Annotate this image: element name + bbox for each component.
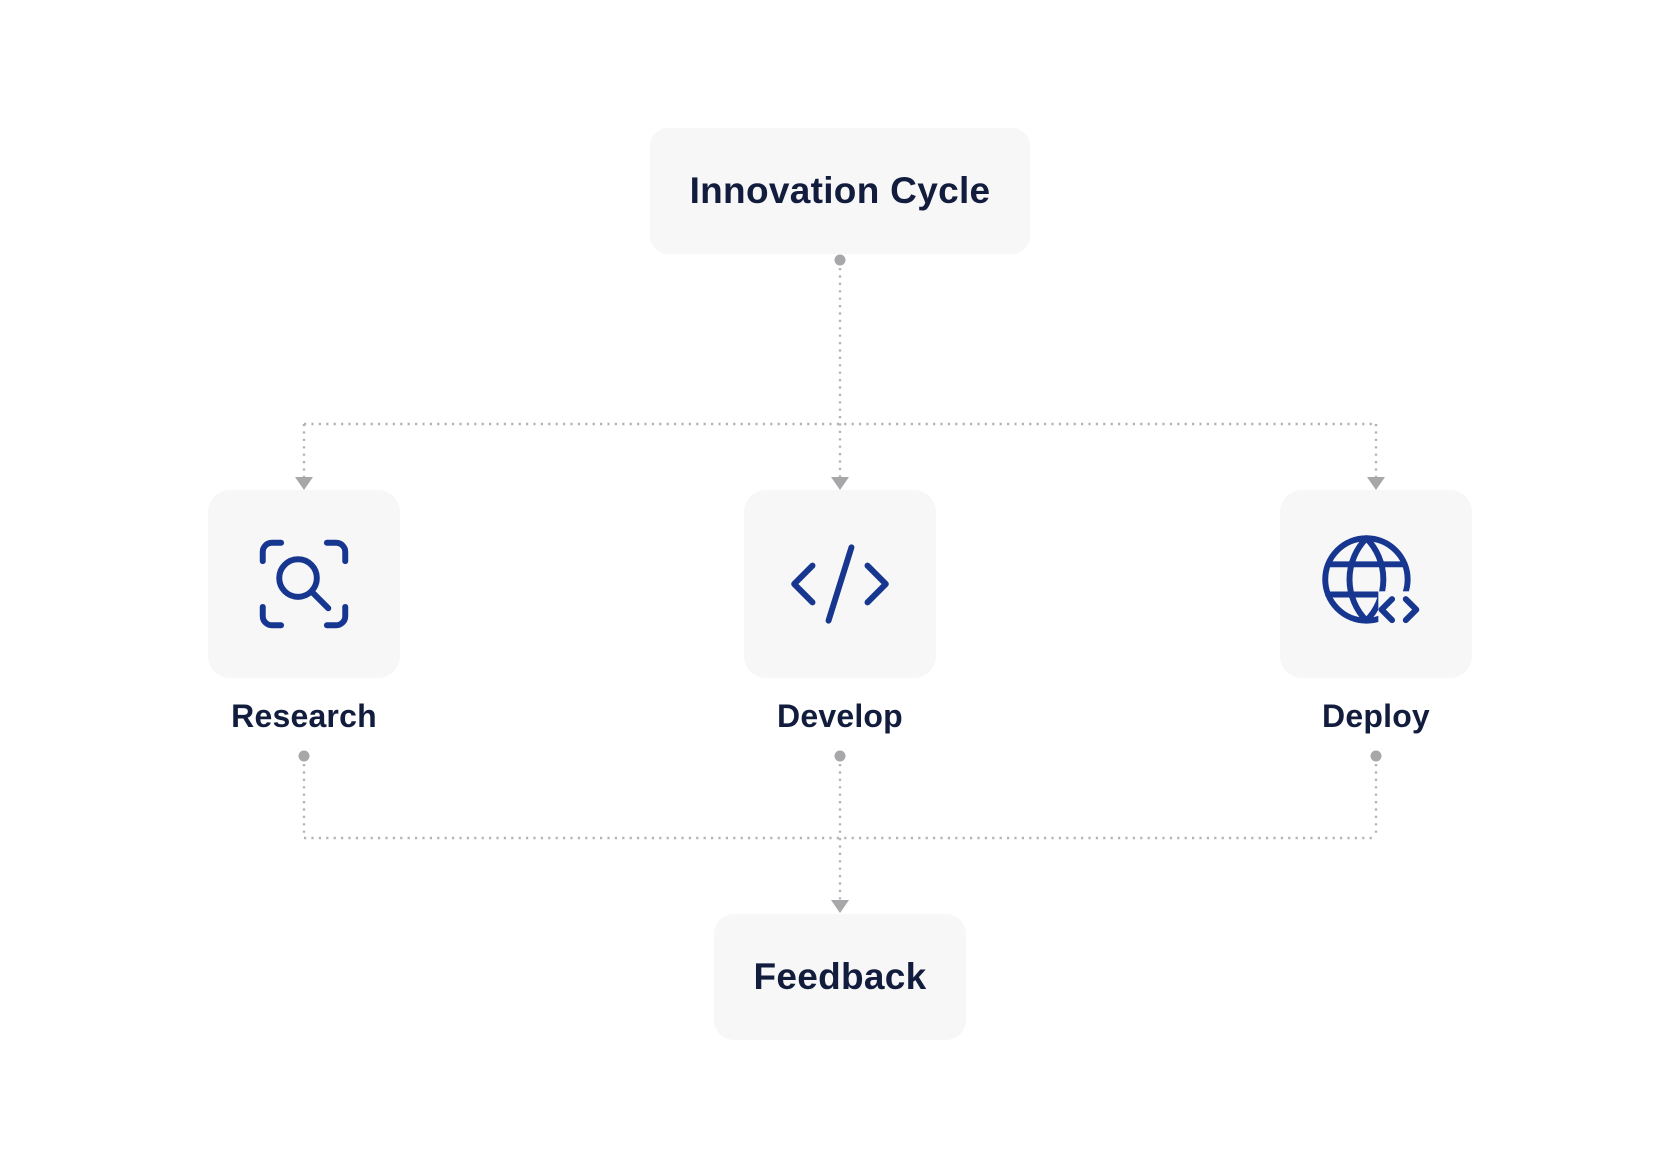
- scan-search-icon: [249, 529, 359, 639]
- feedback-node-label: Feedback: [753, 956, 927, 997]
- globe-code-icon: [1317, 529, 1436, 639]
- title-node-label: Innovation Cycle: [689, 170, 991, 211]
- research-box: [208, 490, 400, 678]
- connector-origin-dot: [1370, 750, 1382, 762]
- arrowhead-icon: [831, 477, 849, 490]
- stage-deploy: Deploy: [1280, 490, 1472, 735]
- deploy-label: Deploy: [1322, 698, 1430, 734]
- connector-stages-to-feedback: [298, 750, 1382, 913]
- arrowhead-icon: [1367, 477, 1385, 490]
- connector-origin-dot: [834, 254, 846, 266]
- stage-research: Research: [208, 490, 400, 735]
- research-label: Research: [231, 698, 377, 734]
- connector-title-to-stages: [295, 254, 1385, 490]
- deploy-box: [1280, 490, 1472, 678]
- connector-origin-dot: [834, 750, 846, 762]
- develop-box: [744, 490, 936, 678]
- arrowhead-icon: [295, 477, 313, 490]
- connector-origin-dot: [298, 750, 310, 762]
- develop-label: Develop: [777, 698, 903, 734]
- feedback-node: Feedback: [714, 914, 966, 1040]
- title-node: Innovation Cycle: [650, 128, 1030, 254]
- code-icon: [785, 529, 895, 639]
- stage-develop: Develop: [744, 490, 936, 735]
- arrowhead-icon: [831, 900, 849, 913]
